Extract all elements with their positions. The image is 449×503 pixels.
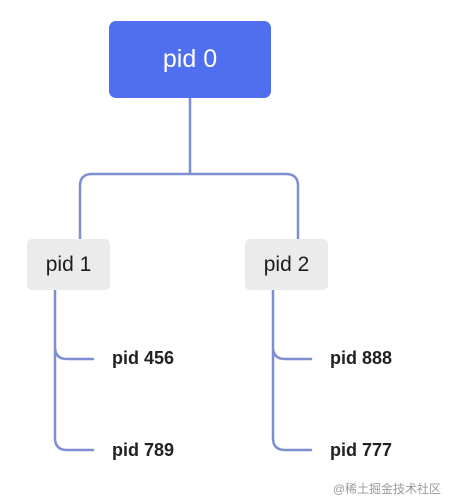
connector-root-to-children — [78, 96, 300, 241]
connector-pid2-to-leaves — [271, 288, 313, 452]
child-node-label: pid 2 — [263, 252, 310, 276]
child-node-label: pid 1 — [45, 252, 92, 276]
root-node: pid 0 — [109, 21, 271, 98]
watermark: @稀土掘金技术社区 — [333, 480, 441, 497]
child-node-pid-2: pid 2 — [245, 239, 328, 290]
leaf-node-pid-777: pid 777 — [330, 440, 393, 460]
leaf-node-pid-888: pid 888 — [330, 348, 393, 368]
leaf-node-pid-456: pid 456 — [112, 348, 175, 368]
leaf-node-pid-789: pid 789 — [112, 440, 175, 460]
root-node-label: pid 0 — [162, 45, 218, 73]
child-node-pid-1: pid 1 — [27, 239, 110, 290]
watermark-text: @稀土掘金技术社区 — [332, 482, 441, 496]
connector-pid1-to-leaves — [53, 288, 95, 452]
